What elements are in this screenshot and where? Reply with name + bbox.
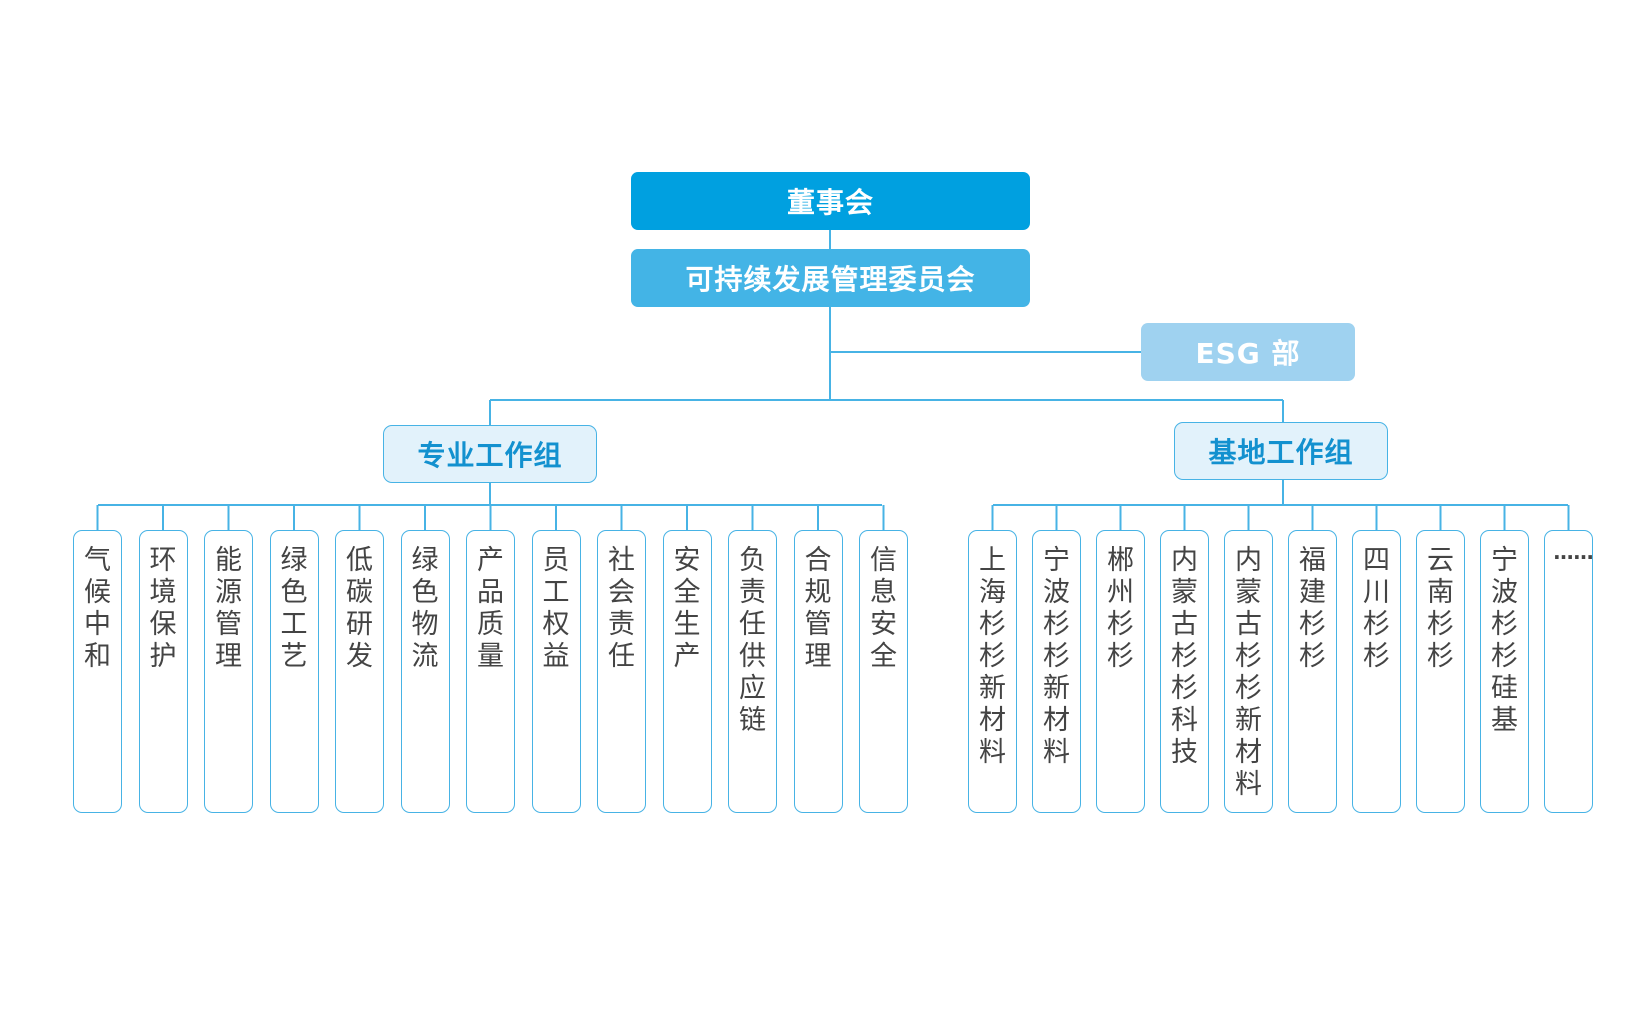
- base-group-item: 宁波杉杉硅基: [1480, 530, 1529, 813]
- professional-group-item-label: 负责任供应链: [739, 545, 766, 736]
- professional-group-item: 产品质量: [466, 530, 515, 813]
- committee-label: 可持续发展管理委员会: [685, 263, 976, 296]
- base-group-item-label: 四川杉杉: [1363, 545, 1390, 672]
- base-group-item-label: ……: [1553, 540, 1594, 564]
- base-group-item-label: 郴州杉杉: [1107, 545, 1134, 672]
- professional-group-item-label: 社会责任: [608, 545, 635, 672]
- professional-group-item: 绿色工艺: [269, 530, 319, 813]
- professional-group-box: 专业工作组: [383, 425, 597, 483]
- base-group-item: 内蒙古杉杉科技: [1160, 530, 1209, 813]
- professional-group-item: 安全生产: [662, 530, 712, 813]
- professional-group-item-label: 绿色工艺: [280, 545, 308, 672]
- professional-group-item-label: 员工权益: [542, 545, 570, 672]
- base-group-item: ……: [1544, 530, 1594, 813]
- professional-group-item: 低碳研发: [335, 530, 384, 813]
- professional-group-item: 员工权益: [531, 530, 581, 813]
- professional-group-item-label: 合规管理: [804, 545, 832, 672]
- professional-group-item: 信息安全: [859, 530, 908, 813]
- professional-group-item-label: 低碳研发: [346, 545, 373, 672]
- base-group-box: 基地工作组: [1174, 422, 1388, 480]
- base-group-item: 福建杉杉: [1288, 530, 1337, 813]
- base-group-item-label: 内蒙古杉杉新材料: [1235, 545, 1262, 800]
- professional-group-item-label: 信息安全: [870, 545, 897, 672]
- base-group-item-label: 宁波杉杉新材料: [1043, 545, 1070, 768]
- professional-group-item: 气候中和: [73, 530, 122, 813]
- professional-group-label: 专业工作组: [417, 439, 563, 472]
- base-group-item-label: 云南杉杉: [1427, 545, 1454, 672]
- professional-group-item: 社会责任: [597, 530, 646, 813]
- base-group-item: 郴州杉杉: [1096, 530, 1145, 813]
- base-group-item-label: 宁波杉杉硅基: [1491, 545, 1518, 736]
- professional-group-item: 能源管理: [204, 530, 253, 813]
- base-group-item-label: 上海杉杉新材料: [979, 545, 1006, 768]
- professional-group-item-label: 安全生产: [673, 545, 701, 672]
- professional-group-item: 绿色物流: [400, 530, 450, 813]
- professional-group-item-label: 绿色物流: [411, 545, 439, 672]
- professional-group-item-label: 气候中和: [84, 545, 111, 672]
- professional-group-item: 合规管理: [793, 530, 843, 813]
- professional-group-item: 环境保护: [138, 530, 188, 813]
- professional-group-item-label: 能源管理: [215, 545, 242, 672]
- esg-department-label: ESG 部: [1195, 337, 1301, 370]
- base-group-item: 内蒙古杉杉新材料: [1224, 530, 1273, 813]
- board-label: 董事会: [786, 186, 874, 219]
- base-group-label: 基地工作组: [1208, 436, 1354, 469]
- professional-group-item-label: 环境保护: [149, 545, 177, 672]
- board-box: 董事会: [631, 172, 1030, 230]
- base-group-item: 四川杉杉: [1352, 530, 1401, 813]
- base-group-item: 上海杉杉新材料: [968, 530, 1017, 813]
- base-group-item: 云南杉杉: [1416, 530, 1465, 813]
- base-group-item-label: 内蒙古杉杉科技: [1171, 545, 1198, 768]
- professional-group-item: 负责任供应链: [728, 530, 777, 813]
- professional-group-item-label: 产品质量: [477, 545, 504, 672]
- committee-box: 可持续发展管理委员会: [631, 249, 1030, 307]
- base-group-item: 宁波杉杉新材料: [1032, 530, 1081, 813]
- base-group-item-label: 福建杉杉: [1299, 545, 1326, 672]
- esg-department-box: ESG 部: [1141, 323, 1355, 381]
